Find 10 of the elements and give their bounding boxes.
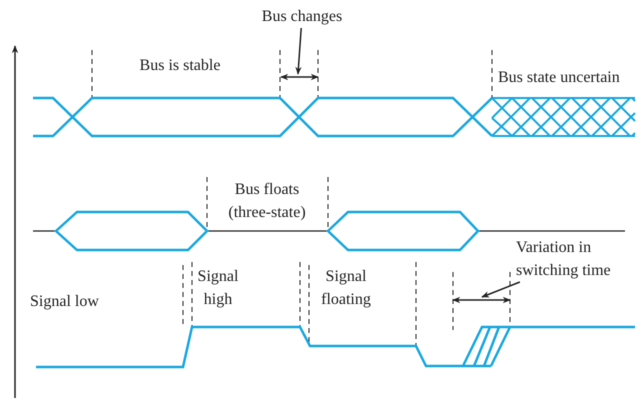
timing-label: Signal high (196, 267, 240, 310)
leader-line (481, 281, 520, 298)
callout-text: Variation in switching time (516, 236, 640, 282)
timing-label: Bus state uncertain (498, 68, 621, 88)
timing-label: Signal floating (320, 267, 372, 310)
timing-label: Bus floats (three-state) (227, 180, 307, 223)
timing-label: Signal low (30, 292, 100, 312)
leader-line (295, 28, 302, 75)
timing-label: Bus is stable (138, 56, 222, 76)
callout-text: Bus changes (252, 5, 352, 28)
